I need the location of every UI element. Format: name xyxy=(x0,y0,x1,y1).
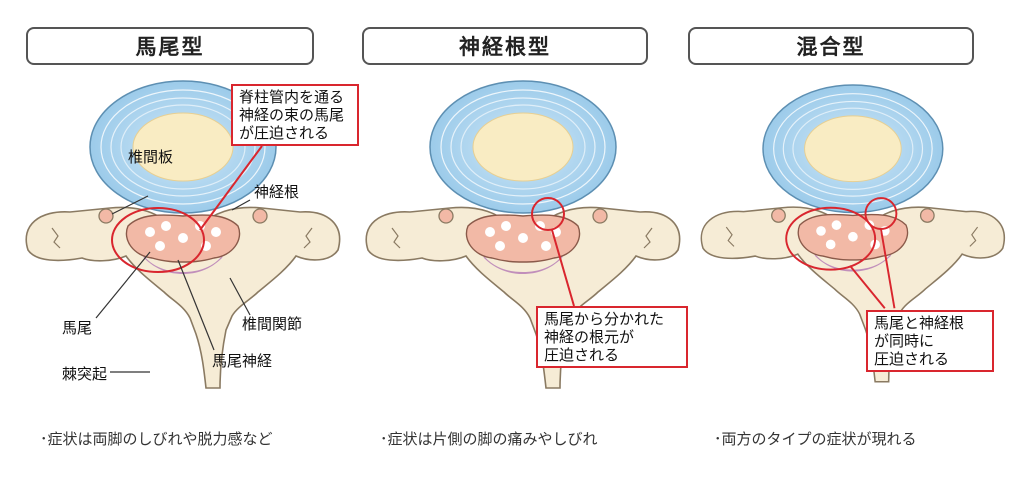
callout-line: が圧迫される xyxy=(239,124,330,142)
callout-line: 馬尾と神経根 xyxy=(874,314,965,332)
label-cauda-nerve: 馬尾神経 xyxy=(212,352,273,370)
panel-title: 神経根型 xyxy=(362,27,648,65)
callout-line: 神経の束の馬尾 xyxy=(239,106,345,124)
panel-mixed-type: 混合型 馬尾と神経根 が同時に 圧迫される ･両方のタイプの症状が現れる xyxy=(676,0,1006,490)
symptom-text: ･両方のタイプの症状が現れる xyxy=(714,430,917,448)
vertebra-illustration xyxy=(365,80,681,389)
vertebra-illustration xyxy=(25,80,341,389)
callout-line: が同時に xyxy=(874,332,935,350)
label-facet: 椎間関節 xyxy=(242,315,303,333)
panel-nerve-root-type: 神経根型 馬尾から分かれた 神経の根元が 圧迫される ･症状は片側の脚の痛みやし… xyxy=(340,0,688,490)
callout-line: 馬尾から分かれた xyxy=(544,310,665,328)
vertebra-illustration xyxy=(700,84,1006,383)
callout-line: 脊柱管内を通る xyxy=(239,88,345,106)
callout-line: 圧迫される xyxy=(544,346,620,364)
callout-box: 脊柱管内を通る 神経の束の馬尾 が圧迫される xyxy=(231,84,359,146)
symptom-text: ･症状は片側の脚の痛みやしびれ xyxy=(380,430,598,448)
label-spinous: 棘突起 xyxy=(62,365,108,383)
panel-cauda-type: 馬尾型 脊柱管内を通る 神経の束の馬尾 が圧迫される 椎間板 神経根 馬尾 椎間… xyxy=(0,0,359,490)
panel-title: 馬尾型 xyxy=(26,27,314,65)
callout-box: 馬尾から分かれた 神経の根元が 圧迫される xyxy=(536,306,688,368)
callout-line: 圧迫される xyxy=(874,350,950,368)
label-nerve-root: 神経根 xyxy=(254,183,300,201)
callout-box: 馬尾と神経根 が同時に 圧迫される xyxy=(866,310,994,372)
panel-title: 混合型 xyxy=(688,27,974,65)
symptom-text: ･症状は両脚のしびれや脱力感など xyxy=(40,430,273,448)
label-disc: 椎間板 xyxy=(128,148,174,166)
label-cauda: 馬尾 xyxy=(62,319,93,337)
callout-line: 神経の根元が xyxy=(544,328,635,346)
